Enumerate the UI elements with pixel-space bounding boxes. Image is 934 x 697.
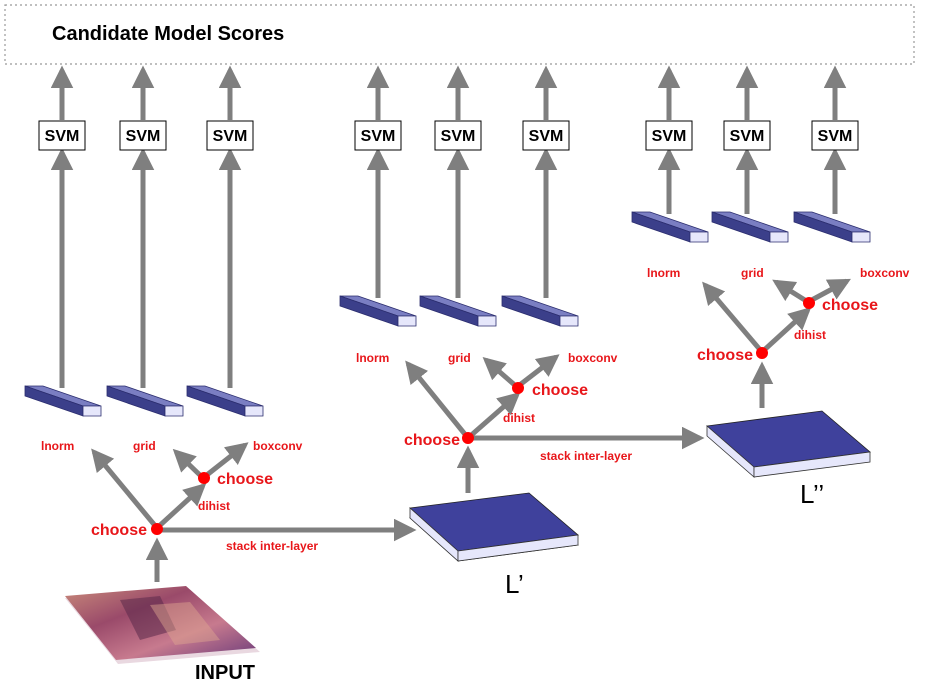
- choose-node-dot: [512, 382, 524, 394]
- flow-arrow: [201, 442, 249, 480]
- feature-block: [711, 211, 789, 243]
- flow-arrow: [772, 279, 810, 305]
- flow-arrow: [405, 360, 470, 440]
- svm-label: SVM: [529, 128, 564, 145]
- stack-label: stack inter-layer: [226, 539, 318, 553]
- choose-label: choose: [91, 522, 147, 539]
- svm-box: SVM: [811, 120, 859, 151]
- svm-label: SVM: [126, 128, 161, 145]
- feature-block: [339, 295, 417, 327]
- arrows-layer: [50, 65, 851, 582]
- boxconv-label: boxconv: [568, 351, 618, 365]
- feature-block: [186, 385, 264, 417]
- svm-label: SVM: [45, 128, 80, 145]
- svm-box: SVM: [354, 120, 402, 151]
- svm-box: SVM: [723, 120, 771, 151]
- flow-arrow: [482, 357, 519, 389]
- choose-node-dot: [462, 432, 474, 444]
- flow-arrow: [806, 278, 851, 305]
- flow-arrow: [515, 354, 560, 389]
- svm-label: SVM: [652, 128, 687, 145]
- dihist-label: dihist: [503, 411, 535, 425]
- svm-box: SVM: [645, 120, 693, 151]
- boxconv-label: boxconv: [253, 439, 303, 453]
- scores-title: Candidate Model Scores: [52, 23, 284, 45]
- input-label: INPUT: [195, 662, 255, 684]
- layer-plate-2: [706, 410, 871, 478]
- svm-label: SVM: [213, 128, 248, 145]
- flow-arrow: [91, 448, 159, 530]
- layer-plate-1: [409, 492, 579, 562]
- flow-arrow: [760, 306, 812, 354]
- feature-block: [24, 385, 102, 417]
- layer-2-label: L’’: [800, 479, 824, 509]
- feature-block: [501, 295, 579, 327]
- flow-arrow: [155, 482, 207, 530]
- dihist-label: dihist: [794, 328, 826, 342]
- choose-label: choose: [217, 471, 273, 488]
- svm-label: SVM: [361, 128, 396, 145]
- feature-block: [106, 385, 184, 417]
- svm-label: SVM: [730, 128, 765, 145]
- candidate-scores-box: Candidate Model Scores: [4, 4, 915, 65]
- grid-label: grid: [133, 439, 156, 453]
- svm-box: SVM: [522, 120, 570, 151]
- layer-1-label: L’: [505, 569, 524, 599]
- choose-label: choose: [404, 432, 460, 449]
- feature-block: [419, 295, 497, 327]
- choose-node-dot: [151, 523, 163, 535]
- flow-arrow: [702, 281, 764, 354]
- feature-block: [631, 211, 709, 243]
- svm-box: SVM: [206, 120, 254, 151]
- lnorm-label: lnorm: [647, 266, 680, 280]
- grid-label: grid: [448, 351, 471, 365]
- svm-box: SVM: [38, 120, 86, 151]
- choose-node-dot: [198, 472, 210, 484]
- stack-label: stack inter-layer: [540, 449, 632, 463]
- lnorm-label: lnorm: [356, 351, 389, 365]
- choose-label: choose: [822, 297, 878, 314]
- svm-label: SVM: [441, 128, 476, 145]
- svm-boxes: SVM SVM SVM SVM SVM SVM SVM SVM SVM: [38, 120, 859, 151]
- operation-nodes: choose choose dihist lnorm grid boxconv stack …: [41, 266, 910, 553]
- choose-node-dot: [803, 297, 815, 309]
- dihist-label: dihist: [198, 499, 230, 513]
- input-image: [65, 586, 260, 664]
- boxconv-label: boxconv: [860, 266, 910, 280]
- lnorm-label: lnorm: [41, 439, 74, 453]
- feature-blocks: [24, 211, 871, 417]
- flow-arrow: [466, 392, 521, 440]
- svm-box: SVM: [119, 120, 167, 151]
- choose-node-dot: [756, 347, 768, 359]
- svm-box: SVM: [434, 120, 482, 151]
- feature-block: [793, 211, 871, 243]
- svm-label: SVM: [818, 128, 853, 145]
- grid-label: grid: [741, 266, 764, 280]
- flow-arrow: [172, 448, 205, 480]
- choose-label: choose: [697, 347, 753, 364]
- choose-label: choose: [532, 382, 588, 399]
